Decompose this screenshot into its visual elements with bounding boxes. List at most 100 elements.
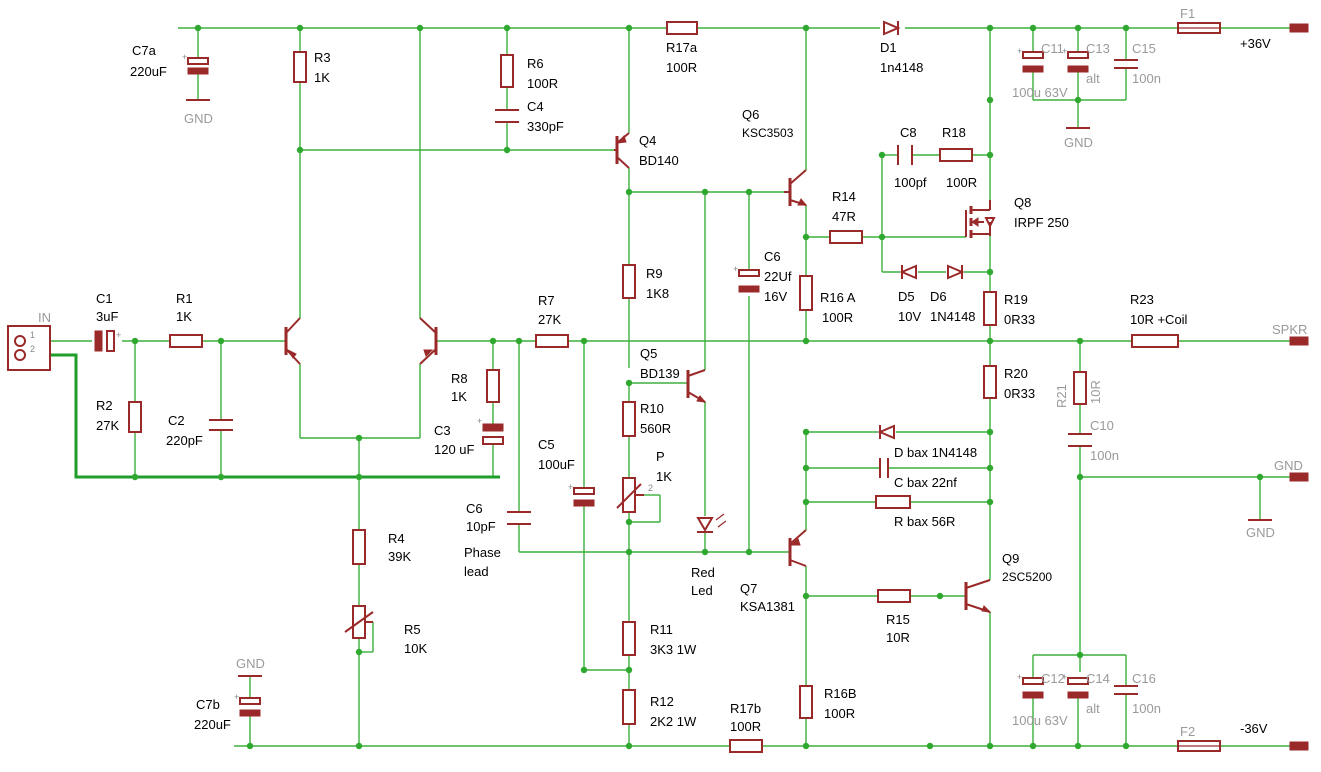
transistor-q4 <box>614 132 630 169</box>
label-c6b: C6 <box>466 501 483 516</box>
label-pot-pin: 2 <box>648 483 653 493</box>
capacitor-c11: + <box>1017 46 1044 73</box>
label-r21-value: 10R <box>1088 380 1103 404</box>
junctions <box>131 24 1264 750</box>
resistor-r1 <box>169 334 203 348</box>
label-gnd-c11: GND <box>1064 135 1093 150</box>
label-c7b: C7b <box>196 697 220 712</box>
label-c6b-value: 10pF <box>466 519 496 534</box>
svg-text:+: + <box>234 692 239 702</box>
label-r11-value: 3K3 1W <box>650 642 697 657</box>
label-r21: R21 <box>1054 384 1069 408</box>
label-q6: Q6 <box>742 107 759 122</box>
label-r9: R9 <box>646 266 663 281</box>
svg-text:+: + <box>1017 672 1022 682</box>
label-r2-value: 27K <box>96 418 119 433</box>
label-in: IN <box>38 310 51 325</box>
label-c8: C8 <box>900 125 917 140</box>
label-q6-value: KSC3503 <box>742 126 794 140</box>
label-q5-value: BD139 <box>640 366 680 381</box>
label-r1: R1 <box>176 291 193 306</box>
label-r6: R6 <box>527 56 544 71</box>
label-pin1: 1 <box>30 330 35 340</box>
label-q4: Q4 <box>639 133 656 148</box>
label-f1: F1 <box>1180 6 1195 21</box>
label-r23: R23 <box>1130 292 1154 307</box>
labels: C7a 220uF GND R3 1K R6 100R C4 330pF Q4 … <box>30 6 1307 739</box>
fuse-f2 <box>1177 740 1221 752</box>
label-r9-value: 1K8 <box>646 286 669 301</box>
label-r8: R8 <box>451 371 468 386</box>
label-r5: R5 <box>404 622 421 637</box>
label-c7b-value: 220uF <box>194 717 231 732</box>
label-r2: R2 <box>96 398 113 413</box>
label-r23-value: 10R +Coil <box>1130 312 1188 327</box>
capacitor-c14: + <box>1062 672 1089 699</box>
diode-d6 <box>947 264 965 280</box>
label-c5-value: 100uF <box>538 457 575 472</box>
resistor-r18 <box>939 148 973 162</box>
label-q8-value: IRPF 250 <box>1014 215 1069 230</box>
resistor-r12 <box>622 689 636 725</box>
label-d6-value: 1N4148 <box>930 309 976 324</box>
diode-d1 <box>883 20 901 36</box>
label-c12: C12 <box>1041 671 1065 686</box>
label-r16b-value: 100R <box>824 706 855 721</box>
label-c11-value: 100u 63V <box>1012 85 1068 100</box>
label-r12-value: 2K2 1W <box>650 714 697 729</box>
label-r4-value: 39K <box>388 549 411 564</box>
label-phase: Phase <box>464 545 501 560</box>
resistor-r21 <box>1073 371 1087 405</box>
transistor-q6 <box>784 169 808 206</box>
label-c4: C4 <box>527 99 544 114</box>
input-ground-wire <box>50 353 500 479</box>
label-gnd-top: GND <box>184 111 213 126</box>
label-r18-value: 100R <box>946 175 977 190</box>
label-c10-value: 100n <box>1090 448 1119 463</box>
label-rbax: R bax 56R <box>894 514 955 529</box>
label-d1: D1 <box>880 40 897 55</box>
resistor-r14 <box>829 230 863 244</box>
terminal-spkr <box>1289 336 1309 346</box>
label-d5-value: 10V <box>898 309 921 324</box>
label-r10: R10 <box>640 401 664 416</box>
label-r20-value: 0R33 <box>1004 386 1035 401</box>
capacitor-c13: + <box>1062 46 1089 73</box>
resistor-r17a <box>666 21 698 35</box>
label-r10-value: 560R <box>640 421 671 436</box>
label-lead: lead <box>464 564 489 579</box>
label-r17b-value: 100R <box>730 719 761 734</box>
transistor-q9 <box>964 579 992 613</box>
diode-dbax <box>877 424 895 440</box>
label-d1-value: 1n4148 <box>880 60 923 75</box>
label-c7a-value: 220uF <box>130 64 167 79</box>
label-gnd-c7b: GND <box>236 656 265 671</box>
wires <box>50 27 1290 747</box>
label-c16-value: 100n <box>1132 701 1161 716</box>
label-c14: C14 <box>1086 671 1110 686</box>
mosfet-q8 <box>965 200 996 238</box>
label-pot-p: P <box>656 449 665 464</box>
components: + + + + + + + + <box>7 20 1309 753</box>
label-r18: R18 <box>942 125 966 140</box>
resistor-r16b <box>799 685 813 719</box>
svg-text:+: + <box>182 52 187 62</box>
label-r6-value: 100R <box>527 76 558 91</box>
label-r19-value: 0R33 <box>1004 312 1035 327</box>
label-spkr: SPKR <box>1272 322 1307 337</box>
label-c13-value: alt <box>1086 71 1100 86</box>
resistor-r10 <box>622 401 636 437</box>
svg-text:+: + <box>1062 672 1067 682</box>
input-connector <box>7 325 51 371</box>
label-c15: C15 <box>1132 41 1156 56</box>
fuse-f1 <box>1177 22 1221 34</box>
label-r17a: R17a <box>666 40 698 55</box>
resistor-r2 <box>128 401 142 433</box>
resistor-rbax <box>875 495 911 509</box>
label-r17b: R17b <box>730 701 761 716</box>
capacitor-c15 <box>1114 59 1138 69</box>
label-c13: C13 <box>1086 41 1110 56</box>
label-c5: C5 <box>538 437 555 452</box>
label-c16: C16 <box>1132 671 1156 686</box>
